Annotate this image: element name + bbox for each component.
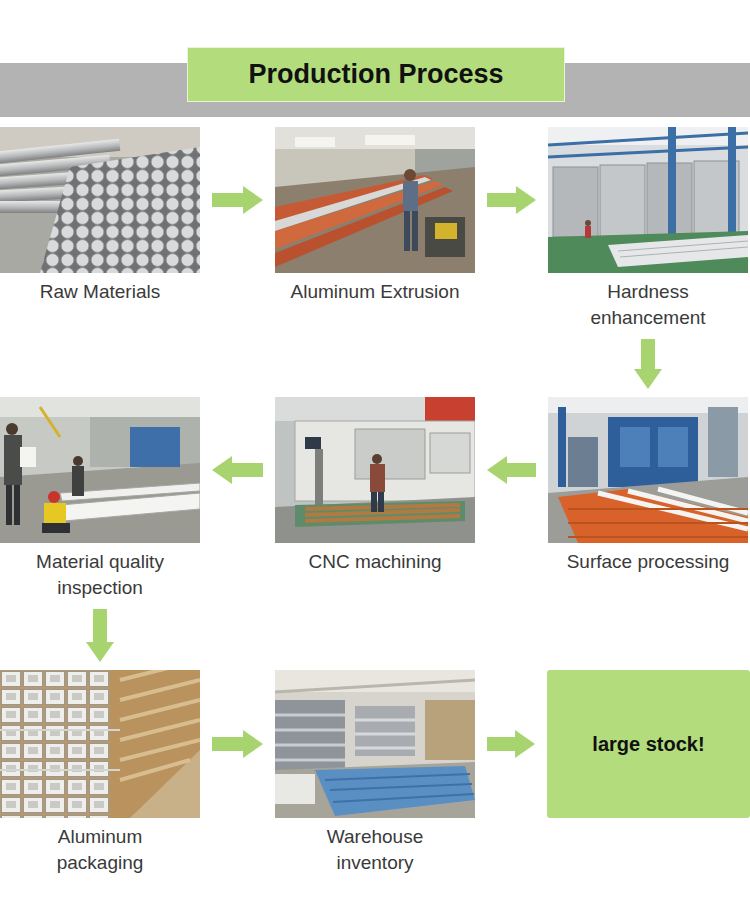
photo-frame bbox=[275, 670, 475, 818]
flow-arrow bbox=[86, 609, 114, 662]
stock-box: large stock! bbox=[547, 670, 750, 818]
photo-frame bbox=[0, 670, 200, 818]
packaging-photo bbox=[0, 670, 200, 818]
step-caption: Raw Materials bbox=[0, 279, 200, 305]
raw-materials-photo bbox=[0, 127, 200, 273]
step-caption: Hardness enhancement bbox=[583, 279, 713, 331]
step-caption: CNC machining bbox=[275, 549, 475, 575]
title-box: Production Process bbox=[187, 47, 565, 102]
flow-arrow bbox=[487, 730, 535, 758]
flow-arrow bbox=[487, 456, 536, 484]
process-step: Aluminum packaging bbox=[0, 670, 200, 876]
warehouse-photo bbox=[275, 670, 475, 818]
step-caption: Aluminum Extrusion bbox=[275, 279, 475, 305]
flow-arrow bbox=[487, 186, 536, 214]
box-label: large stock! bbox=[592, 733, 704, 756]
process-step: Aluminum Extrusion bbox=[275, 127, 475, 305]
process-step: Warehouse inventory bbox=[275, 670, 475, 876]
process-step: Material quality inspection bbox=[0, 397, 200, 601]
step-caption: Aluminum packaging bbox=[35, 824, 165, 876]
process-step: Hardness enhancement bbox=[548, 127, 748, 331]
flow-arrow bbox=[634, 339, 662, 389]
flow-arrow bbox=[212, 456, 263, 484]
step-caption: Surface processing bbox=[548, 549, 748, 575]
photo-frame bbox=[548, 397, 748, 543]
flow-arrow bbox=[212, 730, 263, 758]
surface-processing-photo bbox=[548, 397, 748, 543]
step-caption: Material quality inspection bbox=[0, 549, 200, 601]
process-step: Raw Materials bbox=[0, 127, 200, 305]
photo-frame bbox=[275, 397, 475, 543]
photo-frame bbox=[0, 127, 200, 273]
process-step: CNC machining bbox=[275, 397, 475, 575]
extrusion-photo bbox=[275, 127, 475, 273]
cnc-machine-photo bbox=[275, 397, 475, 543]
photo-frame bbox=[548, 127, 748, 273]
process-step: Surface processing bbox=[548, 397, 748, 575]
inspection-photo bbox=[0, 397, 200, 543]
title-text: Production Process bbox=[248, 59, 503, 90]
flow-arrow bbox=[212, 186, 263, 214]
aging-furnace-photo bbox=[548, 127, 748, 273]
step-caption: Warehouse inventory bbox=[310, 824, 440, 876]
photo-frame bbox=[0, 397, 200, 543]
photo-frame bbox=[275, 127, 475, 273]
